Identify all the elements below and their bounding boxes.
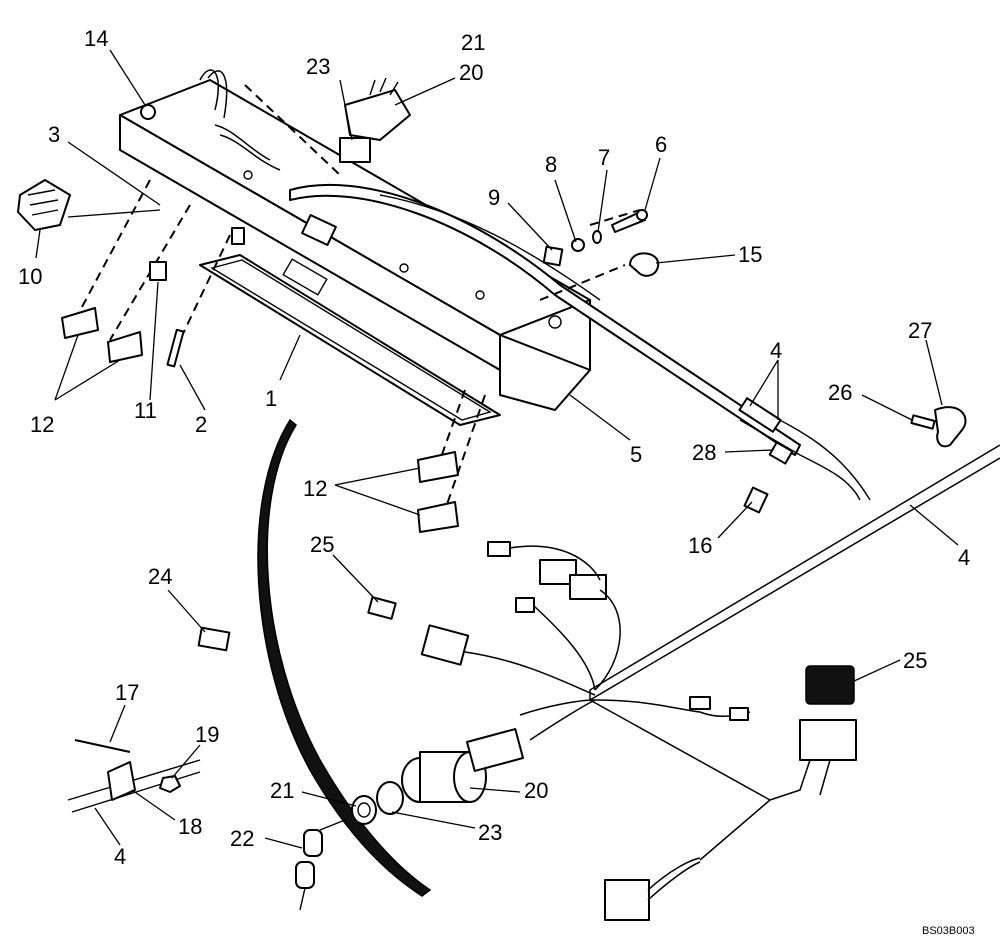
clamp-part-15 (629, 252, 660, 277)
harness-connectors (420, 541, 751, 741)
keys-part-22 (295, 819, 346, 911)
callout-19: 19 (195, 722, 219, 747)
callout-26: 26 (828, 380, 852, 405)
callout-11: 11 (134, 398, 157, 423)
callout-28: 28 (692, 440, 716, 465)
callout-4-right: 4 (958, 545, 970, 570)
callout-21-lower: 21 (270, 778, 294, 803)
hardware-6-9 (542, 209, 648, 267)
leader-lines (35, 49, 959, 849)
callout-23-upper: 23 (306, 54, 330, 79)
callout-5: 5 (630, 442, 642, 467)
part-24 (197, 626, 231, 652)
ignition-switch-part-20 (351, 728, 525, 825)
callout-23-lower: 23 (478, 820, 502, 845)
callout-27: 27 (908, 318, 932, 343)
callout-2: 2 (195, 412, 207, 437)
switch-part-10 (17, 179, 71, 231)
callout-3: 3 (48, 122, 60, 147)
fitting-part-28-16 (743, 441, 794, 514)
callout-20-upper: 20 (459, 60, 483, 85)
callout-12-center: 12 (303, 476, 327, 501)
callout-17: 17 (115, 680, 139, 705)
black-cable (257, 418, 432, 897)
connector-part-12-center (417, 451, 459, 533)
bottom-connector (604, 857, 701, 921)
harness-branch-down (589, 699, 772, 861)
relay-part-25-right (769, 665, 857, 801)
callout-12-left: 12 (30, 412, 54, 437)
connector-part-12-left (61, 307, 143, 363)
instrument-panel-housing (119, 69, 591, 426)
main-cable-upper (289, 183, 871, 501)
callout-9: 9 (488, 185, 500, 210)
callout-1: 1 (265, 386, 277, 411)
callout-6: 6 (655, 132, 667, 157)
reference-code: BS03B003 (922, 925, 975, 937)
post-part (231, 227, 245, 245)
callout-21-upper: 21 (461, 30, 485, 55)
callout-16: 16 (688, 533, 712, 558)
callout-4-upper: 4 (770, 338, 782, 363)
switch-part-20-upper (339, 77, 411, 163)
callout-15: 15 (738, 242, 762, 267)
pin-part-2 (166, 328, 185, 368)
callout-25-left: 25 (310, 532, 334, 557)
callout-24: 24 (148, 564, 172, 589)
harness-main-wire (589, 444, 1000, 702)
callout-25-right: 25 (903, 648, 927, 673)
callout-8: 8 (545, 152, 557, 177)
callout-labels: 14 21 23 20 3 6 8 7 9 15 10 27 4 26 12 1… (18, 26, 970, 869)
clip-part-27 (910, 406, 967, 448)
clamp-assembly-17-19 (67, 739, 201, 813)
callout-10: 10 (18, 264, 42, 289)
callout-4-lower: 4 (114, 844, 126, 869)
callout-14: 14 (84, 26, 108, 51)
connector-part-25-left (367, 596, 397, 620)
callout-20-lower: 20 (524, 778, 548, 803)
bushing-part-11 (149, 261, 167, 281)
callout-18: 18 (178, 814, 202, 839)
callout-7: 7 (598, 145, 610, 170)
callout-22: 22 (230, 826, 254, 851)
